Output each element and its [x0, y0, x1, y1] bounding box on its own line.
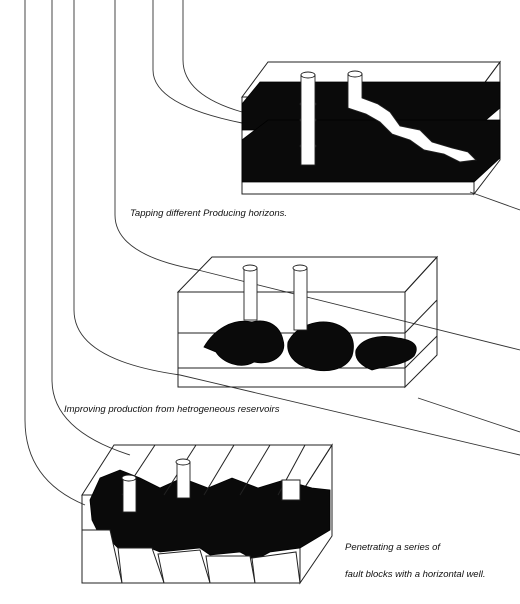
bottom-box-side-face [299, 443, 333, 585]
trajectory-line-4 [73, 0, 181, 376]
middle-box-side-face [404, 255, 438, 389]
trajectory-line-1 [182, 0, 243, 113]
top-caption: Tapping different Producing horizons. [130, 208, 287, 219]
fault-step-5 [251, 551, 301, 584]
middle-block: Improving production from hetrogeneous r… [64, 255, 439, 415]
middle-layer-line-4 [404, 335, 438, 369]
middle-well-1-cap [242, 264, 258, 272]
bottom-block: Penetrating a series of fault blocks wit… [81, 443, 485, 585]
top-horizontal-well-cap [347, 70, 363, 78]
bottom-well-2 [176, 461, 191, 499]
well-trajectories [24, 0, 520, 506]
trajectory-line-9 [469, 191, 520, 211]
top-block: Tapping different Producing horizons. [130, 60, 501, 219]
fault-step-4 [205, 555, 256, 584]
bottom-well-1 [122, 477, 137, 513]
fault-line-4 [239, 444, 271, 496]
trajectory-line-3 [114, 0, 199, 271]
reservoir-blob-3 [355, 336, 417, 371]
middle-layer-line-2 [404, 299, 438, 334]
middle-caption: Improving production from hetrogeneous r… [64, 404, 280, 415]
bottom-caption-line-2: fault blocks with a horizontal well. [345, 569, 485, 580]
middle-well-1 [243, 267, 258, 321]
trajectory-line-10 [417, 397, 520, 433]
fault-step-2 [117, 547, 165, 584]
top-horizontal-well [347, 73, 477, 163]
trajectory-line-8 [179, 374, 520, 456]
fault-top-block [281, 479, 301, 501]
trajectory-line-2 [152, 0, 243, 124]
middle-well-2 [293, 267, 308, 331]
bottom-well-2-cap [175, 458, 191, 466]
top-vertical-well-cap [300, 71, 316, 79]
top-vertical-well [300, 74, 316, 166]
trajectory-line-5 [51, 0, 131, 456]
middle-well-2-cap [292, 264, 308, 272]
fault-step-3 [157, 549, 211, 584]
trajectory-line-6 [24, 0, 86, 506]
fault-line-3 [203, 444, 235, 496]
reservoir-blob-1 [203, 320, 285, 366]
reservoir-blob-2 [287, 321, 354, 372]
bottom-well-1-cap [121, 474, 137, 482]
bottom-caption-line-1: Penetrating a series of [345, 542, 441, 553]
